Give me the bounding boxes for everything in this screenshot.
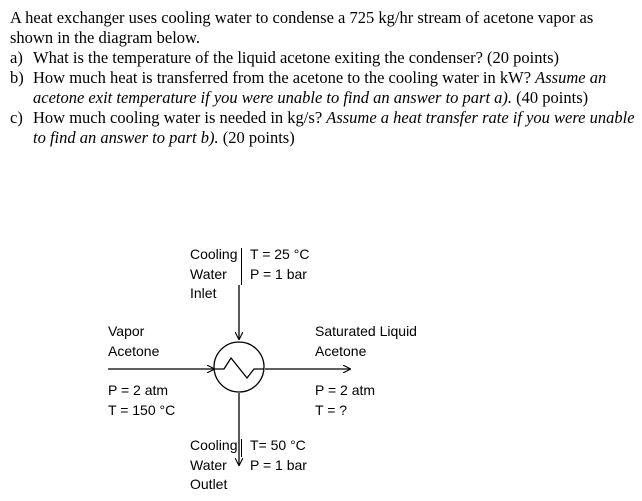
water-inlet-name: Cooling Water Inlet xyxy=(190,245,237,304)
label-line: Inlet xyxy=(190,285,217,301)
condition-line: T = 25 °C xyxy=(250,246,310,262)
condition-line: P = 1 bar xyxy=(250,265,307,282)
part-label: a) xyxy=(10,48,23,67)
condition-line: P = 1 bar xyxy=(250,456,307,473)
heat-exchanger-zigzag xyxy=(214,356,264,380)
label-line: Cooling xyxy=(190,437,238,453)
label-divider xyxy=(241,248,243,285)
label-divider xyxy=(241,439,243,457)
problem-statement: A heat exchanger uses cooling water to c… xyxy=(10,8,635,148)
vapor-inlet-name: Vapor Acetone xyxy=(108,322,159,361)
part-points: (20 points) xyxy=(218,128,295,147)
label-line: Vapor xyxy=(108,323,145,339)
part-italic-note: Assume a heat transfer rate if you were … xyxy=(33,108,635,147)
water-outlet-conditions: T= 50 °C P = 1 bar xyxy=(250,436,307,475)
liquid-outlet-name: Saturated Liquid Acetone xyxy=(315,322,417,361)
question-part-c: c) How much cooling water is needed in k… xyxy=(10,108,635,148)
label-line: Water xyxy=(190,265,227,282)
part-points: (40 points) xyxy=(512,88,589,107)
vapor-inlet-conditions: P = 2 atm T = 150 °C xyxy=(108,381,175,420)
question-part-b: b) How much heat is transferred from the… xyxy=(10,68,635,108)
problem-intro: A heat exchanger uses cooling water to c… xyxy=(10,8,594,47)
label-line: Acetone xyxy=(315,342,367,359)
part-text: What is the temperature of the liquid ac… xyxy=(33,48,559,67)
label-line: Acetone xyxy=(108,342,160,359)
question-part-a: a) What is the temperature of the liquid… xyxy=(10,48,635,68)
part-label: c) xyxy=(10,108,23,127)
condition-line: P = 2 atm xyxy=(108,382,169,398)
condition-line: P = 2 atm xyxy=(315,382,376,398)
label-line: Saturated Liquid xyxy=(315,323,417,339)
part-text: How much heat is transferred from the ac… xyxy=(33,68,536,87)
condition-line: T= 50 °C xyxy=(250,437,306,453)
water-inlet-conditions: T = 25 °C P = 1 bar xyxy=(250,245,309,284)
part-text: How much cooling water is needed in kg/s… xyxy=(33,108,327,127)
part-italic-note: Assume an acetone exit temperature if yo… xyxy=(33,68,607,107)
label-line: Cooling xyxy=(190,246,238,262)
label-line: Outlet xyxy=(190,476,228,492)
water-outlet-name: Cooling Water Outlet xyxy=(190,436,237,495)
condition-line: T = 150 °C xyxy=(108,401,176,418)
liquid-outlet-conditions: P = 2 atm T = ? xyxy=(315,381,375,420)
label-line: Water xyxy=(190,456,227,473)
part-label: b) xyxy=(10,68,24,87)
condition-line: T = ? xyxy=(315,401,348,418)
